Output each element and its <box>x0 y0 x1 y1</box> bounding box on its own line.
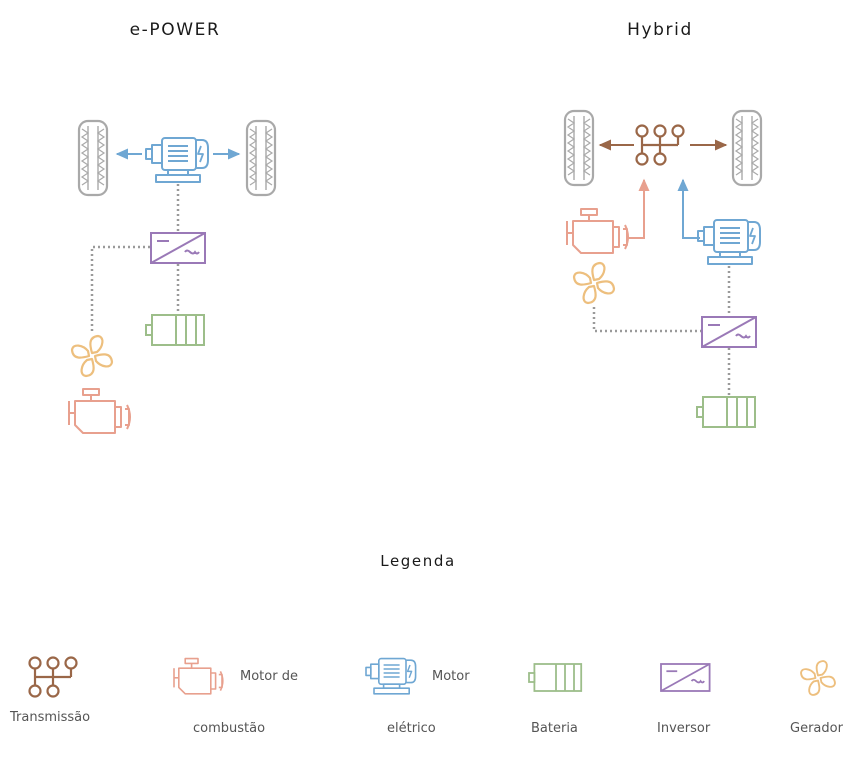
hybrid-diagram <box>563 109 763 428</box>
motor-drive-arrow <box>677 178 700 239</box>
epower-diagram <box>68 119 277 434</box>
engine-icon <box>566 208 629 254</box>
legend-label-transmission: Transmissão <box>10 710 91 725</box>
inverter-icon <box>701 316 757 348</box>
hybrid-title: Hybrid <box>627 20 693 40</box>
dotted-link <box>592 307 701 333</box>
tire-icon <box>77 119 109 197</box>
engine-icon <box>68 388 131 434</box>
electric-motor-icon <box>145 137 209 183</box>
legend-label-electric-2: elétrico <box>387 721 436 736</box>
legend-label-combustion-2: combustão <box>193 721 266 736</box>
engine-icon <box>173 657 224 695</box>
tire-icon <box>563 109 595 187</box>
generator-icon <box>572 261 616 305</box>
generator-icon <box>70 334 114 378</box>
inverter-icon <box>660 663 711 692</box>
legend-label-battery: Bateria <box>531 721 578 736</box>
epower-title: e-POWER <box>129 20 221 40</box>
legend-label-generator: Gerador <box>790 721 843 736</box>
inverter-icon <box>150 232 206 264</box>
legend-title: Legenda <box>380 552 456 570</box>
electric-motor-icon <box>697 219 761 265</box>
legend-label-inverter: Inversor <box>657 721 711 736</box>
transmission-icon <box>635 124 685 166</box>
electric-motor-icon <box>365 657 417 695</box>
battery-icon <box>696 396 756 428</box>
engine-drive-arrow <box>627 178 650 239</box>
battery-icon <box>528 663 583 692</box>
tire-icon <box>245 119 277 197</box>
legend-label-electric-1: Motor <box>432 669 470 684</box>
battery-icon <box>145 314 205 346</box>
dotted-link <box>90 245 150 333</box>
tire-icon <box>731 109 763 187</box>
transmission-icon <box>28 656 78 698</box>
generator-icon <box>800 660 836 696</box>
legend-label-combustion-1: Motor de <box>240 669 298 684</box>
